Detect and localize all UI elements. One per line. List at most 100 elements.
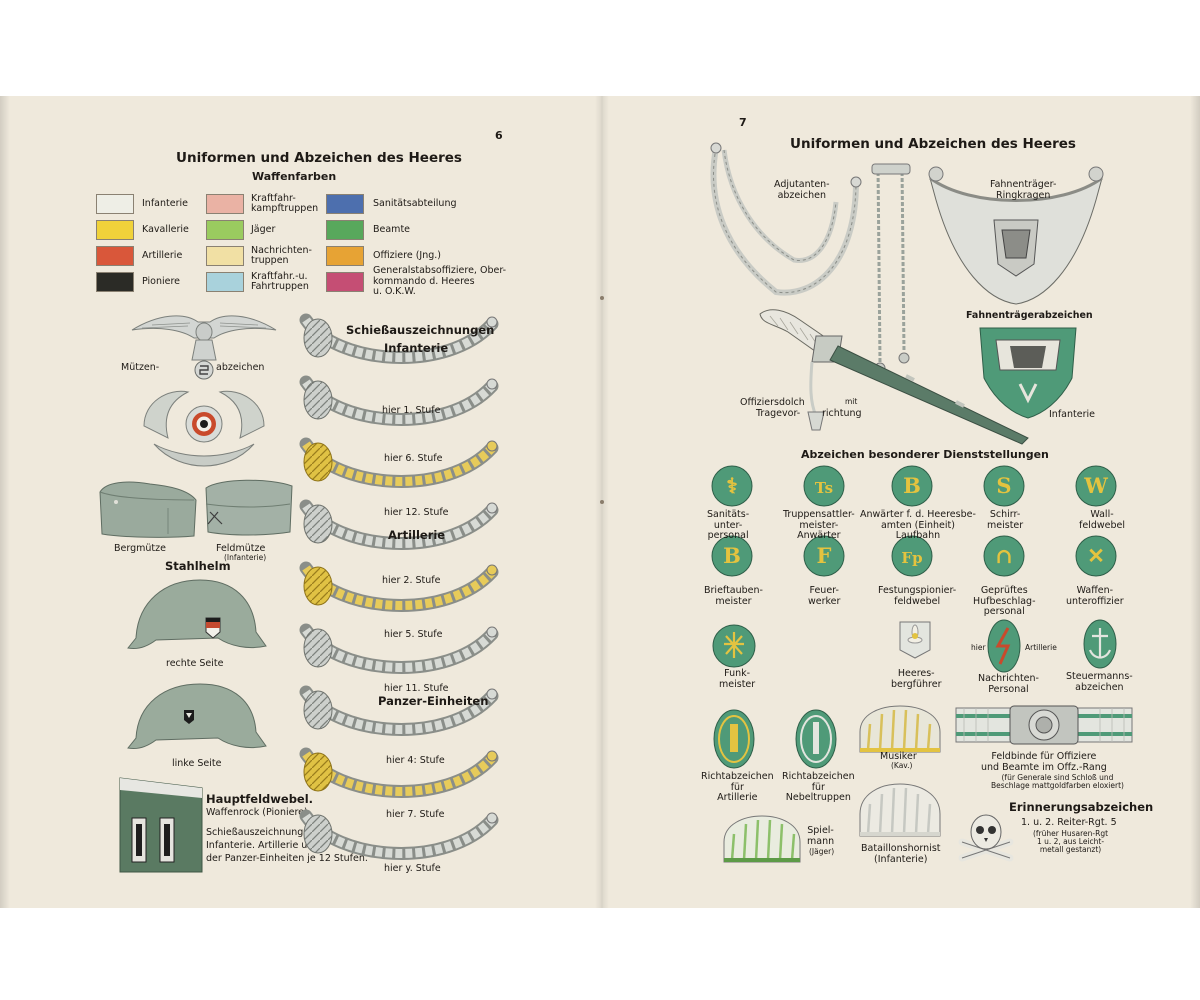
schiessschnur-eichel (303, 752, 333, 792)
fahnentraegerabzeichen-illustration (979, 327, 1077, 419)
waffenfarbe-label: Offiziere (Jng.) (373, 249, 441, 261)
page-number-right: 7 (739, 116, 747, 129)
adjutantenabzeichen-illustration (710, 142, 862, 296)
stufe-label: hier 7. Stufe (386, 809, 445, 820)
waffenfarbe-label: Artillerie (142, 249, 183, 261)
waffenfarbe-swatch (96, 194, 134, 214)
stufe-label: hier 12. Stufe (384, 507, 449, 518)
badge-label: Sanitäts-unter-personal (707, 509, 750, 541)
waffenfarbe-swatch (326, 220, 364, 240)
waffenfarbe-label: Generalstabsoffiziere, Ober-kommando d. … (373, 265, 507, 298)
bergmuetze-illustration (99, 481, 197, 538)
badge-label: Brieftauben-meister (704, 585, 763, 607)
erinnerungsabzeichen-heading: Erinnerungsabzeichen (1009, 800, 1154, 814)
badge-label: Schirr-meister (987, 509, 1024, 531)
waffenfarbe-label: Pioniere (142, 275, 181, 287)
hier-label: hier (971, 643, 986, 652)
reiter-label: 1. u. 2. Reiter-Rgt. 5 (1021, 817, 1117, 828)
infanterie-heading: Infanterie (384, 341, 449, 355)
bergfuehrer-badge (899, 621, 931, 659)
feldmuetze-label: Feldmütze (216, 543, 266, 554)
badge-symbol: Ts (815, 479, 833, 497)
badge-symbol: Fp (901, 549, 922, 567)
dienststellung-badge (1075, 535, 1117, 577)
fahnentraeger-ringkragen-label: Fahnenträger-Ringkragen (990, 179, 1057, 201)
schiessschnur-eichel (303, 814, 333, 854)
stufe-label: hier 1. Stufe (382, 405, 441, 416)
waffenfarbe-label: Sanitätsabteilung (373, 197, 457, 209)
spielmann-schwalbennest-illustration (723, 815, 801, 863)
waffenfarbe-label: Beamte (373, 223, 411, 235)
waffenfarbe-swatch (206, 194, 244, 214)
hauptfeldwebel-label: Hauptfeldwebel. (206, 792, 314, 806)
badge-label: Festungspionier-feldwebel (878, 585, 957, 607)
bataillonshornist-schwalbennest-illustration (859, 783, 941, 837)
dienststellung-badge (803, 465, 845, 507)
panzer-einheiten-heading: Panzer-Einheiten (378, 694, 489, 708)
stufe-label: hier 5. Stufe (384, 629, 443, 640)
schiessschnur-eichel (303, 442, 333, 482)
stufe-label: hier y. Stufe (384, 863, 441, 874)
page-title-right: Uniformen und Abzeichen des Heeres (790, 136, 1076, 152)
badge-symbol: S (996, 473, 1011, 498)
musiker-label: Musiker (880, 751, 917, 762)
richtung-label: richtung (822, 408, 862, 419)
abzeichen-dienststellungen-heading: Abzeichen besonderer Dienststellungen (801, 448, 1049, 461)
bergfuehrer-label: Heeres-bergführer (891, 668, 942, 690)
dienststellung-badge (891, 465, 933, 507)
muetzenabzeichen-illustration (131, 315, 277, 467)
dienststellung-badge (983, 465, 1025, 507)
badge-label: Anwärter f. d. Heeresbe-amten (Einheit)L… (860, 509, 976, 541)
stufe-label: hier 2. Stufe (382, 575, 441, 586)
dolch-trageketten-illustration (871, 163, 911, 374)
muetzen-label-left: Mützen- (121, 362, 160, 373)
richtabzeichen-nebeltruppen-badge (795, 709, 837, 769)
infanterie-fahnen-label: Infanterie (1049, 409, 1095, 420)
waffenfarbe-swatch (326, 272, 364, 292)
offiziersdolch-label: Offiziersdolch (740, 397, 805, 408)
stufe-label: hier 6. Stufe (384, 453, 443, 464)
waffenfarbe-swatch (206, 272, 244, 292)
waffenfarbe-swatch (206, 220, 244, 240)
feldmuetze-illustration (205, 479, 293, 536)
artillerie-small-label: Artillerie (1025, 643, 1057, 652)
nachrichten-label: Nachrichten-Personal (978, 673, 1039, 695)
waffenfarben-heading: Waffenfarben (252, 170, 337, 183)
badge-symbol: B (723, 543, 741, 568)
waffenfarbe-label: Infanterie (142, 197, 188, 209)
page-number-left: 6 (495, 129, 503, 142)
dienststellung-badge (711, 465, 753, 507)
feldbinde-illustration (955, 705, 1133, 745)
musiker-schwalbennest-illustration (859, 705, 941, 753)
badge-label: Wall-feldwebel (1079, 509, 1125, 531)
artillerie-heading: Artillerie (388, 528, 446, 542)
waffenfarbe-label: Kavallerie (142, 223, 189, 235)
waffenfarbe-swatch (206, 246, 244, 266)
muetzen-label-right: abzeichen (216, 362, 265, 373)
badge-symbol: F (817, 543, 832, 568)
offiziersdolch-illustration (759, 309, 1029, 445)
page-title-left: Uniformen und Abzeichen des Heeres (176, 150, 462, 166)
dienststellung-badge (983, 535, 1025, 577)
dienststellung-badge (891, 535, 933, 577)
dienststellung-badge (1075, 465, 1117, 507)
hauptfeldwebel-kragen-illustration (119, 777, 203, 873)
nachrichten-badge (987, 619, 1021, 673)
stahlhelm-linke-seite-illustration (127, 683, 267, 749)
badge-symbol: B (903, 473, 921, 498)
schiessschnur-eichel (303, 628, 333, 668)
steuermanns-badge (1083, 619, 1117, 669)
bergmuetze-label: Bergmütze (114, 543, 166, 554)
schiessauszeichnungen-text: Schießauszeichnungen d.Infanterie. Artil… (206, 827, 368, 864)
musiker-sub-label: (Kav.) (891, 761, 913, 770)
waffenfarbe-swatch (96, 220, 134, 240)
schiessschnur-eichel (303, 690, 333, 730)
waffenfarbe-label: Kraftfahr-kampftruppen (251, 192, 319, 214)
badge-symbol: W (1083, 473, 1108, 498)
badge-symbol: ∩ (995, 543, 1013, 568)
